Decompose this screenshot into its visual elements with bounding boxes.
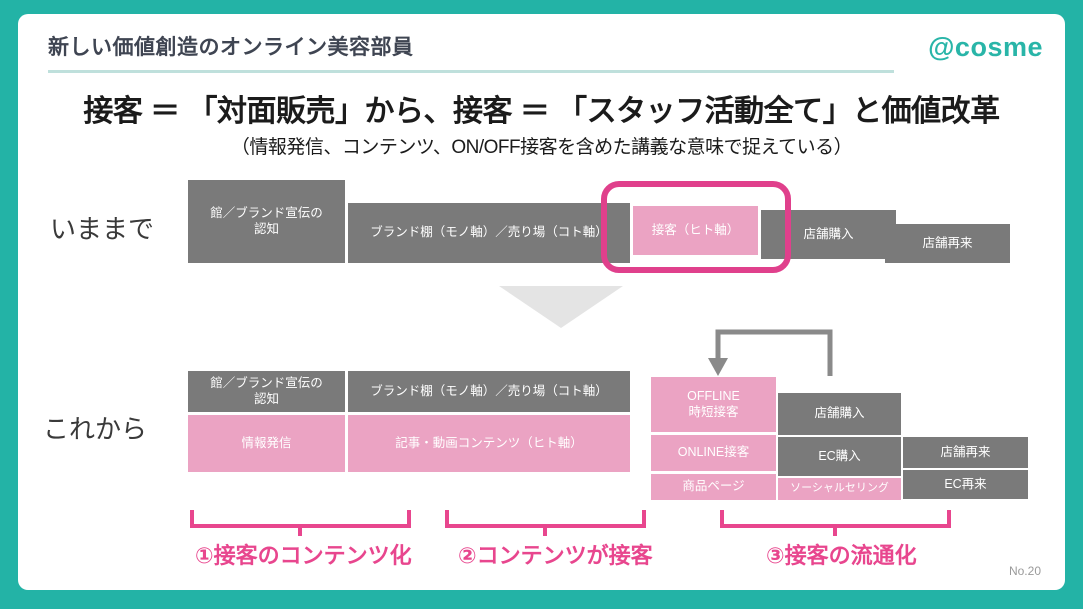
brace-1 (190, 510, 411, 536)
headline-main: 接客 ＝ 「対面販売」から、接客 ＝ 「スタッフ活動全て」と価値改革 (83, 95, 1000, 128)
title-divider (48, 70, 894, 73)
page-number: No.20 (1008, 564, 1041, 578)
slide-panel: 新しい価値創造のオンライン美容部員 @cosme 接客 ＝ 「対面販売」から、接… (18, 14, 1065, 590)
caption-2: ②コンテンツが接客 (458, 543, 653, 568)
now-box-store-revisit: 店舗再来 (885, 224, 1010, 263)
future-box-article-video-content: 記事・動画コンテンツ（ヒト軸） (348, 415, 630, 472)
transition-arrow-icon (499, 286, 623, 328)
future-box-shelf: ブランド棚（モノ軸）／売り場（コト軸） (348, 371, 630, 412)
future-box-store-revisit: 店舗再来 (903, 437, 1028, 468)
now-box-awareness: 館／ブランド宣伝の認知 (188, 180, 345, 263)
headline-sub: （情報発信、コンテンツ、ON/OFF接客を含めた講義な意味で捉えている） (230, 137, 853, 158)
highlight-ring-customer-service (601, 181, 791, 273)
future-box-awareness: 館／ブランド宣伝の認知 (188, 371, 345, 412)
future-box-ec-purchase: EC購入 (778, 437, 901, 476)
row-label-future: これから (43, 414, 148, 444)
caption-3: ③接客の流通化 (766, 543, 917, 568)
future-box-store-purchase: 店舗購入 (778, 393, 901, 435)
future-box-social-selling: ソーシャルセリング (778, 478, 901, 500)
caption-1: ①接客のコンテンツ化 (195, 543, 412, 568)
now-box-customer-service: 接客（ヒト軸） (633, 206, 758, 255)
future-box-info-delivery: 情報発信 (188, 415, 345, 472)
brace-3 (720, 510, 951, 536)
future-box-ec-revisit: EC再来 (903, 470, 1028, 499)
now-box-shelf: ブランド棚（モノ軸）／売り場（コト軸） (348, 203, 630, 263)
brace-2 (445, 510, 646, 536)
future-box-product-page: 商品ページ (651, 474, 776, 500)
cosme-logo: @cosme (928, 32, 1043, 62)
now-box-store-purchase: 店舗購入 (761, 210, 896, 259)
page-title: 新しい価値創造のオンライン美容部員 (48, 36, 414, 59)
row-label-now: いままで (50, 214, 155, 244)
future-box-online-service: ONLINE接客 (651, 435, 776, 471)
flow-arrow-icon (708, 329, 833, 376)
